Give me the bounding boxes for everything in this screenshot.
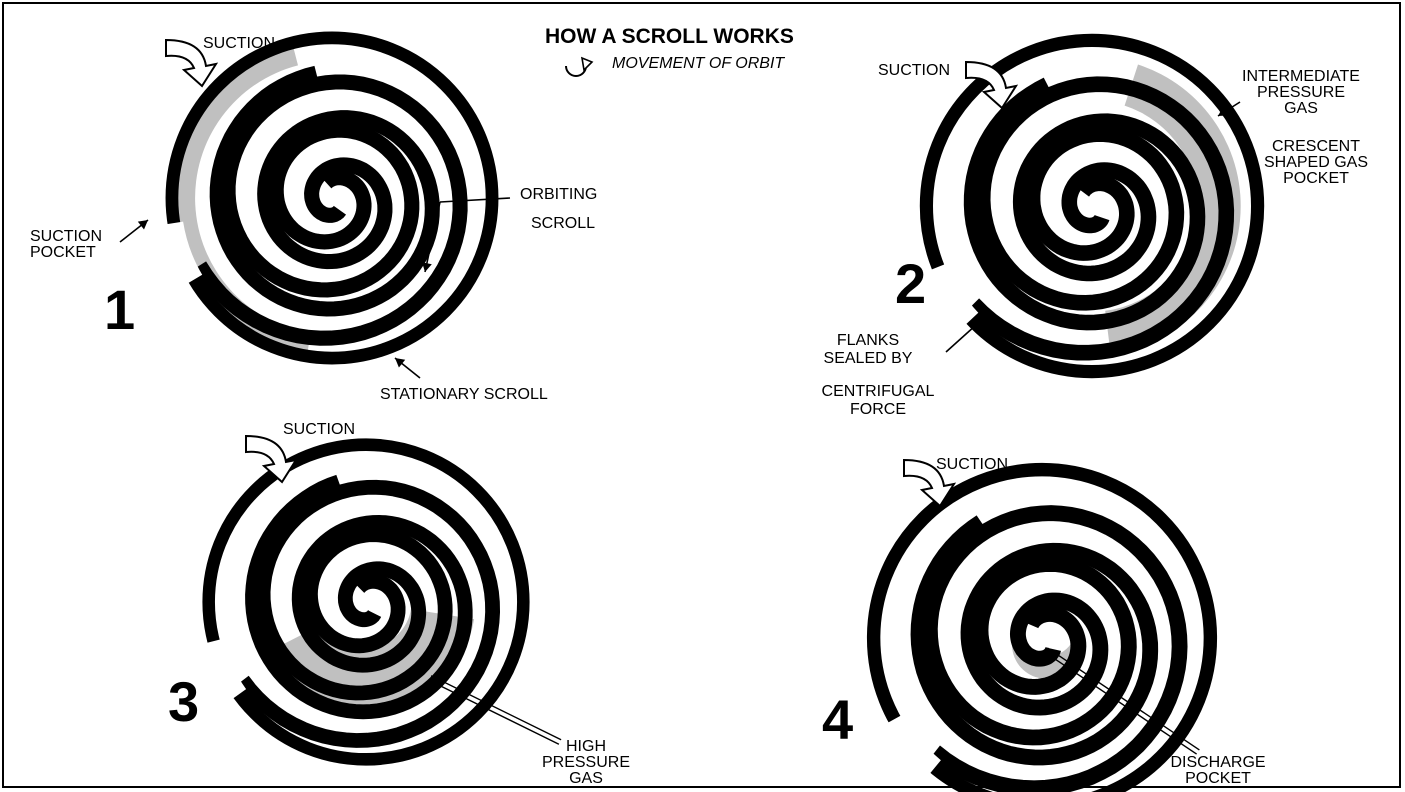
panel-1-suction-pocket-label-line2: POCKET: [30, 244, 96, 261]
panel-4-number: 4: [822, 688, 854, 751]
panel-3-high-pressure-label-line1: HIGH: [566, 738, 606, 755]
panel-1-stationary-scroll-arrowhead: [395, 358, 406, 368]
panel-3-outer-rim: [202, 438, 530, 766]
panel-3-orbiting-scroll: [245, 474, 473, 720]
panel-2-outer-rim: [919, 33, 1265, 379]
panel-3-high-pressure-leader-line-a: [428, 679, 560, 745]
panel-2-flanks-leader-line: [945, 315, 987, 353]
panel-2-number: 2: [895, 252, 927, 315]
panel-1-suction-gap: [164, 221, 203, 285]
panel-3-suction-gap: [204, 638, 247, 700]
panel-4-suction-arrow-icon: [903, 458, 957, 508]
panel-3-number: 3: [168, 670, 200, 733]
panel-1-orbiting-scroll: [209, 65, 440, 317]
panel-4-stationary-scroll: [921, 505, 1188, 792]
panel-1-suction-pocket-arrowhead: [137, 220, 148, 230]
panel-2-intermediate-label-line2: PRESSURE: [1256, 84, 1346, 101]
panel-4-discharge-leader-line-a: [1044, 651, 1197, 755]
panel-2-flanks-label-line2: SEALED BY: [823, 350, 913, 367]
panel-3-stationary-scroll: [236, 479, 501, 748]
panel-1-orbiting-scroll-leader-line: [439, 197, 511, 203]
panel-2-centrifugal-label-line2: FORCE: [850, 401, 906, 418]
panel-2-stationary-scroll: [968, 76, 1235, 361]
panel-3-suction-arrow-icon: [245, 434, 299, 484]
panel-1-suction-arrow-icon: [165, 38, 219, 88]
panel-1-orbiting-scroll-label-line2: SCROLL: [531, 215, 596, 232]
panel-1-stationary-scroll-label: STATIONARY SCROLL: [380, 386, 548, 403]
panel-1-outer-rim: [165, 31, 499, 365]
panel-4-outer-rim: [866, 462, 1218, 792]
panel-3-high-pressure-label-line2: PRESSURE: [541, 754, 631, 771]
panel-2-orbiting-scroll: [963, 77, 1206, 331]
panel-4-gas-pocket-1: [1011, 625, 1081, 679]
panel-2-intermediate-label-line1: INTERMEDIATE: [1242, 68, 1360, 85]
panel-2-intermediate-arrowhead: [1218, 106, 1229, 116]
panel-2-suction-arrow-icon: [965, 60, 1019, 110]
panel-4-discharge-leader-line-b: [1047, 647, 1200, 751]
panel-2-intermediate-label-line3: GAS: [1284, 100, 1318, 117]
panel-1-orbiting-scroll-drop-leader-line: [424, 201, 441, 273]
panel-3-high-pressure-leader-line-b: [430, 675, 562, 741]
panel-2-suction-label: SUCTION: [878, 62, 950, 79]
panel-2-centrifugal-label-line1: CENTRIFUGAL: [821, 383, 935, 400]
panel-1-number: 1: [104, 278, 136, 341]
panel-4-orbiting-scroll: [910, 515, 1159, 766]
diagram-title: HOW A SCROLL WORKS: [545, 25, 794, 48]
panel-1-suction-label: SUCTION: [203, 35, 275, 52]
orbit-arrowhead-icon: [580, 56, 594, 72]
panel-2-crescent-label-line1: CRESCENT: [1271, 138, 1360, 155]
panel-3-high-pressure-label-line3: GAS: [569, 770, 603, 787]
panel-2-crescent-label-line3: POCKET: [1283, 170, 1349, 187]
panel-4-suction-gap: [885, 714, 941, 776]
panel-1-orbiting-scroll-label-line1: ORBITING: [520, 186, 598, 203]
panel-4-discharge-label-line2: POCKET: [1185, 770, 1251, 787]
panel-2-crescent-label-line2: SHAPED GAS: [1263, 154, 1369, 171]
legend-text: MOVEMENT OF ORBIT: [612, 55, 785, 72]
panel-4-discharge-label-line1: DISCHARGE: [1170, 754, 1266, 771]
panel-1-orbiting-scroll-drop-arrowhead: [422, 262, 432, 272]
panel-4-suction-label: SUCTION: [936, 456, 1008, 473]
panel-2-flanks-arrowhead: [976, 316, 986, 326]
panel-2-flanks-label-line1: FLANKS: [836, 332, 900, 349]
panel-1-stationary-scroll: [193, 74, 468, 346]
panel-1-suction-pocket-label-line1: SUCTION: [30, 228, 102, 245]
panel-3-suction-label: SUCTION: [283, 421, 355, 438]
panel-2-suction-gap: [929, 263, 979, 326]
